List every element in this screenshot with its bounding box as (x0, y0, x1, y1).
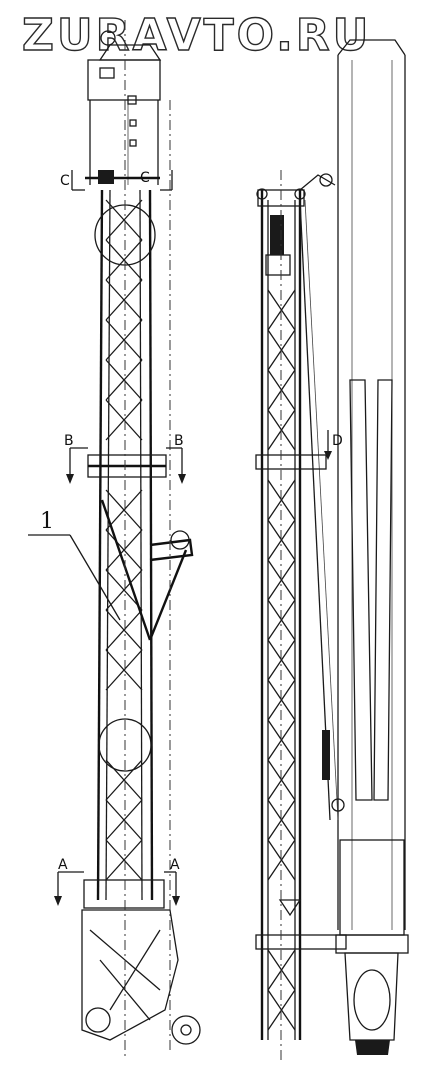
lower-winch-drum (98, 718, 152, 772)
column-head (337, 39, 406, 56)
mast-top-pulley (319, 173, 333, 187)
callout-1-number: 1 (40, 509, 54, 534)
lattice-bracing-left (105, 199, 143, 881)
section-c-left-label: C (60, 173, 70, 189)
base-housing (344, 952, 399, 1041)
mast-mid-band (255, 454, 327, 470)
section-b-left-label: B (64, 433, 74, 449)
watermark-text: ZURAVTO.RU (22, 10, 371, 61)
column-base-block (339, 839, 405, 936)
section-arrows-left (54, 170, 186, 906)
section-c-right-label: C (140, 170, 150, 186)
callout-1 (28, 534, 121, 621)
section-b-right-label: B (174, 433, 184, 449)
section-d-label: D (332, 433, 343, 449)
left-view-boom (81, 20, 201, 1060)
head-pin (99, 67, 115, 79)
hook-block-upper (270, 215, 284, 255)
section-a-band (83, 879, 165, 909)
section-d-marker (324, 430, 332, 460)
boom-strut (148, 549, 188, 641)
mast-base-band (255, 934, 347, 950)
hook-block-lower (322, 730, 330, 780)
boom-base-frame (81, 909, 179, 1041)
base-pivot-wheel (171, 1015, 201, 1045)
head-block (87, 59, 161, 101)
section-a-right-label: A (170, 857, 180, 873)
telescopic-cylinder (349, 379, 373, 801)
base-slewing-sheave (353, 969, 391, 1031)
right-view-boom (255, 39, 409, 1060)
section-a-left-label: A (58, 857, 68, 873)
top-sheave (100, 30, 116, 46)
